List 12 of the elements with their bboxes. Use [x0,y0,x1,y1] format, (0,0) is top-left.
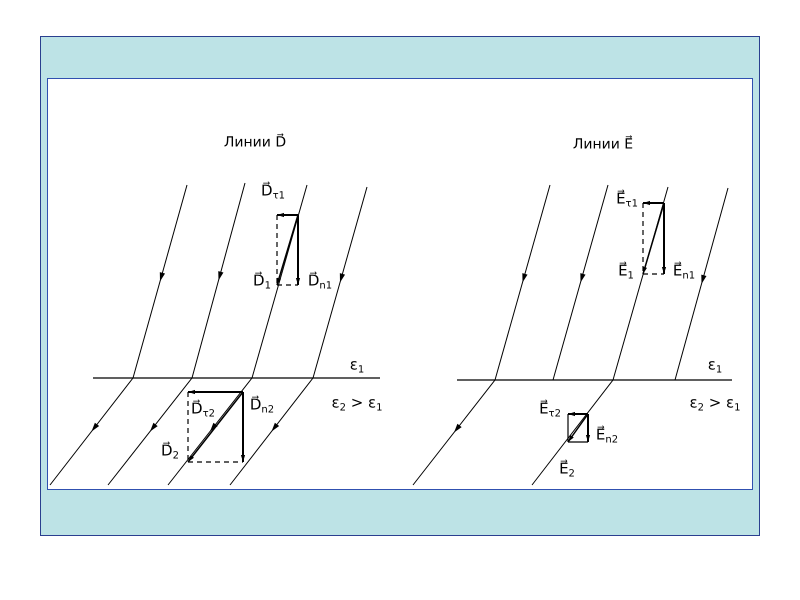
vector-label: E⃗$_{n2}$ [594,426,620,446]
vector-label: E⃗$_{2}$ [558,460,576,480]
vector-label: D⃗$_{n2}$ [248,396,276,416]
vector-label: D⃗$_{τ2}$ [190,400,216,420]
vector-label: D⃗$_{τ1}$ [260,182,286,202]
vector-label: E⃗$_{1}$ [617,262,635,282]
vector-label: D⃗$_{2}$ [160,442,180,462]
vector-label: E⃗$_{n1}$ [672,262,696,282]
vector-label: D⃗$_{1}$ [252,272,272,292]
vector-label: E⃗$_{τ2}$ [538,400,562,420]
vector-label: D⃗$_{n1}$ [306,272,334,292]
vector-label: E⃗$_{τ1}$ [615,190,639,210]
